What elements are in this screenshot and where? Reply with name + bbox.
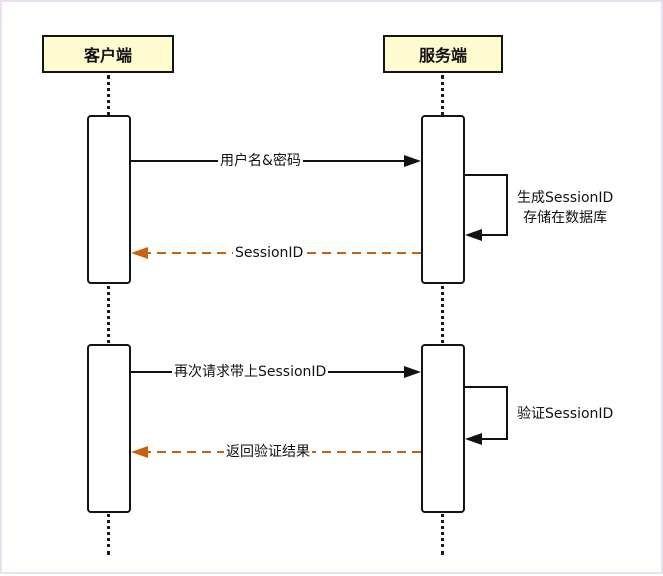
note-verify: 验证SessionID	[517, 404, 613, 424]
note-verify-line: 验证SessionID	[517, 406, 614, 422]
participant-server-label: 服务端	[418, 46, 467, 65]
arrowhead-request-session	[404, 366, 421, 378]
client-activation-2	[87, 344, 131, 513]
participant-server: 服务端	[383, 35, 503, 73]
arrow-self-verify	[465, 386, 508, 440]
arrowhead-self-generate	[465, 229, 482, 241]
server-lifeline	[441, 75, 444, 555]
arrowhead-return-result	[131, 446, 148, 458]
message-login-label: 用户名&密码	[218, 152, 303, 170]
arrowhead-self-verify	[465, 433, 482, 445]
client-lifeline	[107, 75, 110, 555]
note-generate-line2: 存储在数据库	[523, 210, 608, 226]
participant-client: 客户端	[42, 35, 174, 73]
participant-client-label: 客户端	[83, 46, 132, 65]
server-activation-2	[421, 344, 465, 513]
note-generate: 生成SessionID 存储在数据库	[517, 188, 613, 228]
note-generate-line1: 生成SessionID	[517, 190, 614, 206]
arrow-self-generate	[465, 174, 508, 236]
message-return-result-label: 返回验证结果	[224, 443, 312, 461]
arrowhead-return-session	[131, 247, 148, 259]
arrowhead-login	[404, 155, 421, 167]
message-return-session-label: SessionID	[233, 244, 306, 262]
client-activation-1	[87, 115, 131, 284]
message-request-session-label: 再次请求带上SessionID	[172, 363, 329, 381]
server-activation-1	[421, 115, 465, 284]
